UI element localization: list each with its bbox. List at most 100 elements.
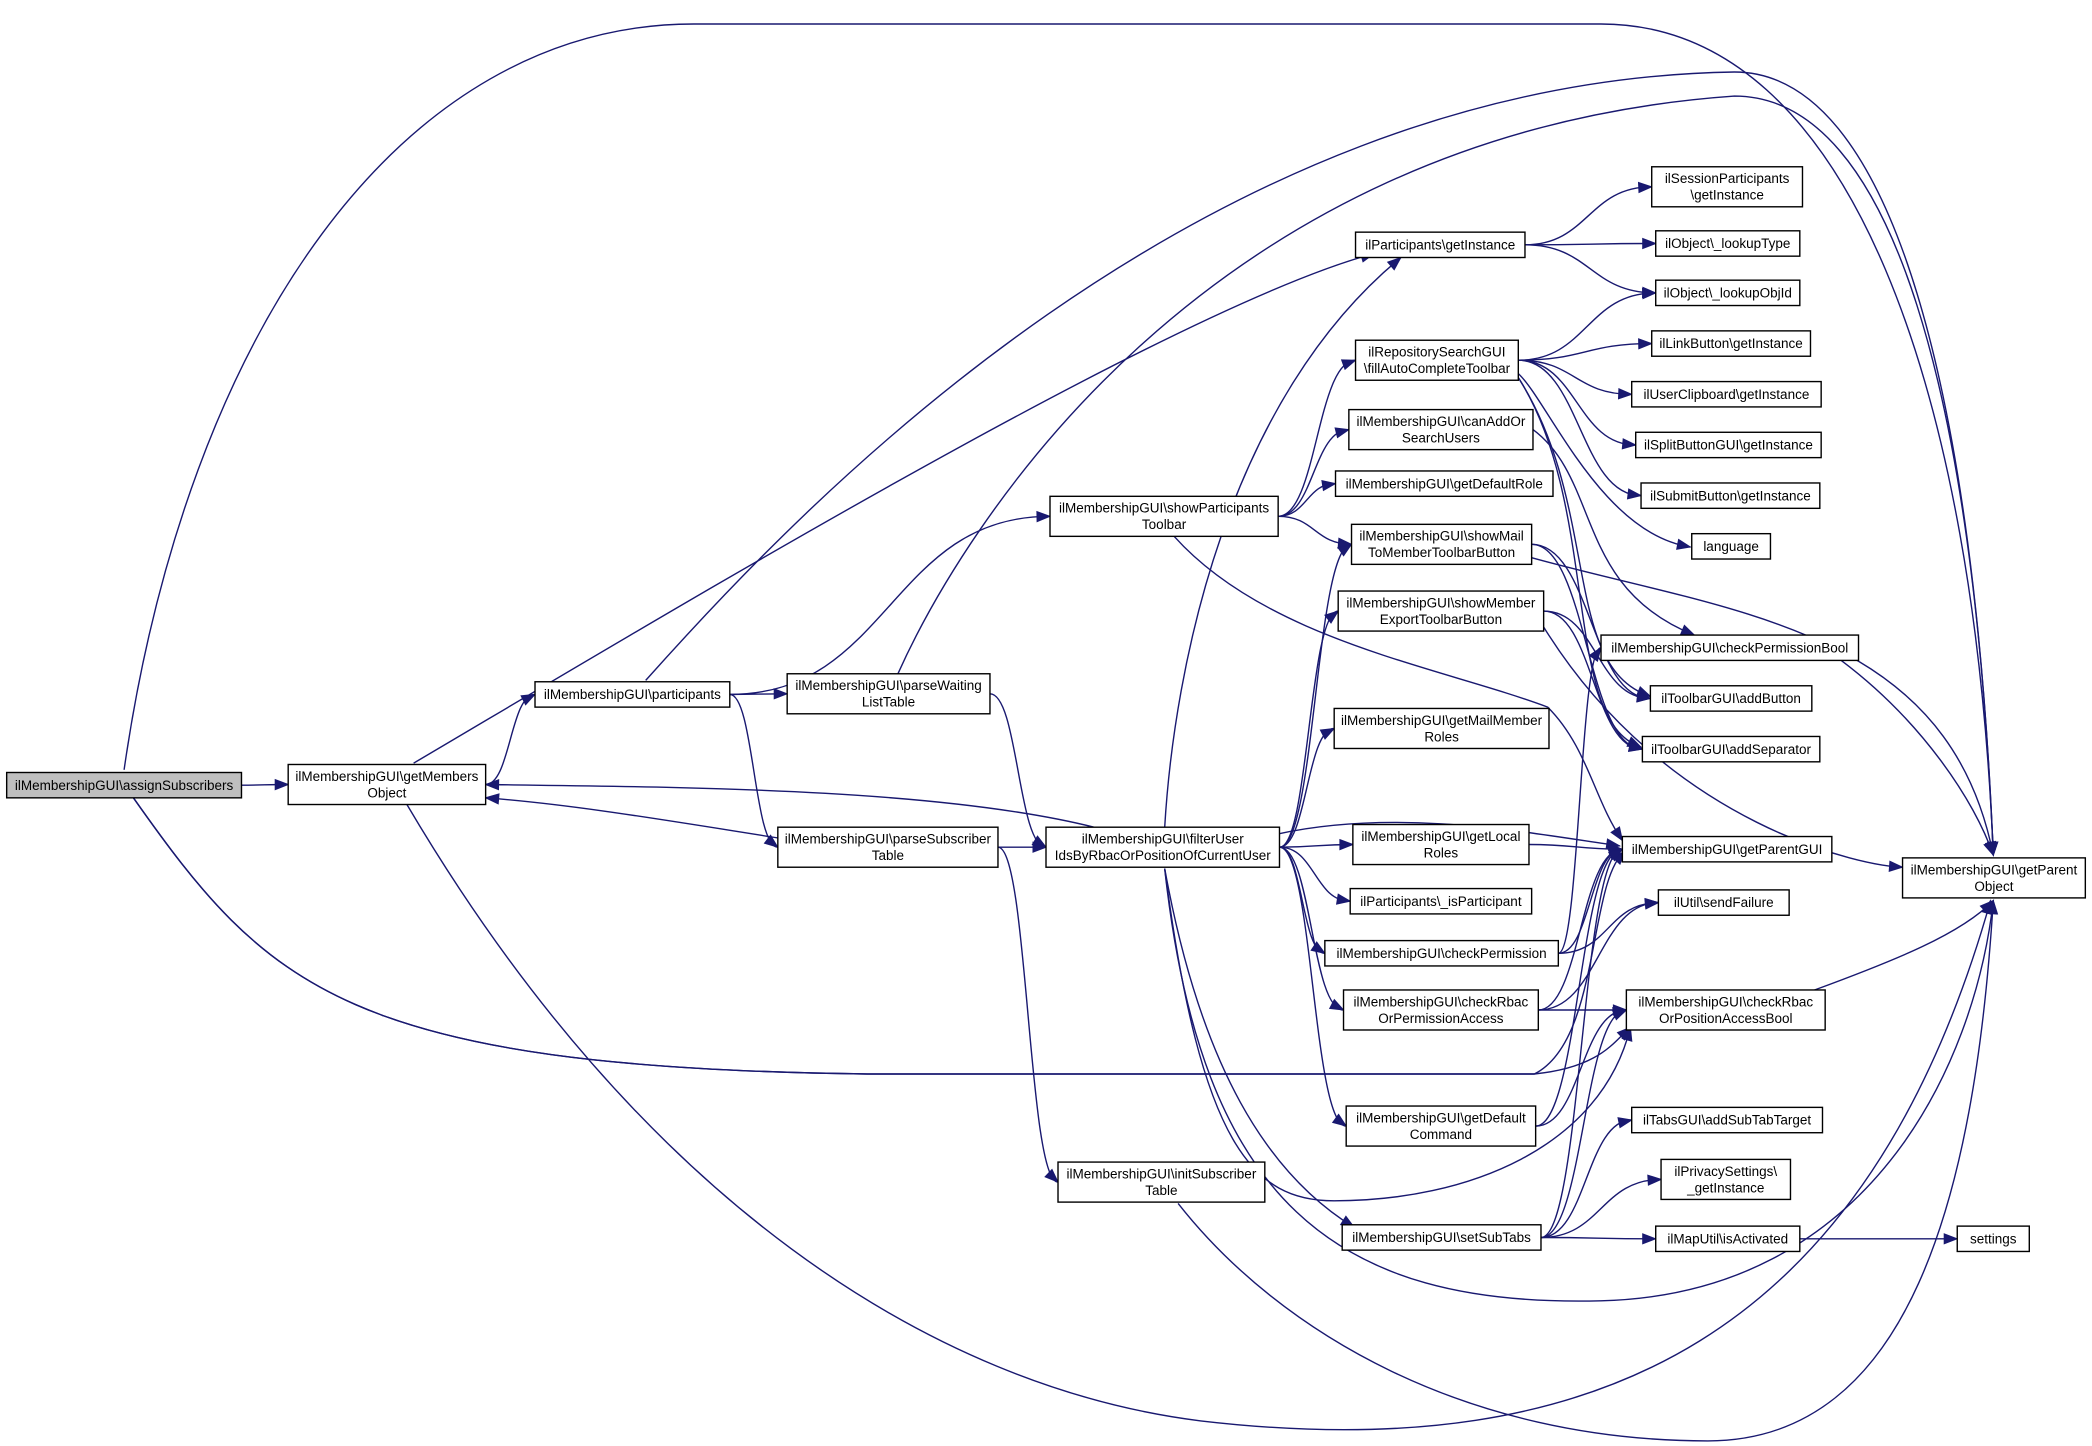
node-check-permission-bool[interactable]: ilMembershipGUI\checkPermissionBool — [1600, 634, 1860, 662]
node-label: ilMembershipGUI\checkPermissionBool — [1611, 640, 1848, 655]
node-participants-get-instance[interactable]: ilParticipants\getInstance — [1354, 231, 1526, 259]
node-toolbar-add-separator[interactable]: ilToolbarGUI\addSeparator — [1641, 735, 1821, 763]
edge-set-sub-tabs-to-get-parent-gui — [1540, 848, 1624, 1239]
edge-arrowhead — [1943, 1233, 1959, 1245]
node-label: ilMembershipGUI\showMember — [1346, 595, 1536, 610]
edge-line — [1540, 1178, 1662, 1239]
edge-filter-user-ids-to-show-member-export — [1279, 610, 1340, 848]
edge-arrowhead — [1637, 181, 1654, 194]
edge-fill-auto-complete-toolbar-to-lookup-obj-id — [1518, 287, 1658, 361]
edge-arrowhead — [1983, 840, 1995, 857]
edge-show-participants-toolbar-to-get-parent-gui — [1173, 535, 1624, 842]
node-box — [1641, 735, 1821, 763]
node-label: ilMembershipGUI\setSubTabs — [1352, 1230, 1531, 1245]
node-box — [1345, 1105, 1537, 1147]
node-check-rbac-or-permission-access[interactable]: ilMembershipGUI\checkRbacOrPermissionAcc… — [1342, 989, 1540, 1031]
node-link-button-get-instance[interactable]: ilLinkButton\getInstance — [1651, 330, 1812, 357]
node-set-sub-tabs[interactable]: ilMembershipGUI\setSubTabs — [1341, 1224, 1542, 1251]
edge-filter-user-ids-to-get-parent-object — [1164, 868, 1998, 1302]
edge-arrowhead — [1339, 838, 1355, 851]
node-label: IdsByRbacOrPositionOfCurrentUser — [1055, 848, 1272, 863]
edge-arrowhead — [1621, 438, 1638, 450]
edge-arrowhead — [1676, 538, 1692, 550]
edge-arrowhead — [1324, 610, 1340, 624]
node-submit-button-get-instance[interactable]: ilSubmitButton\getInstance — [1640, 482, 1821, 510]
node-box — [1956, 1225, 2030, 1253]
edge-parse-subscriber-table-to-get-members-object — [484, 793, 778, 839]
node-get-parent-gui[interactable]: ilMembershipGUI\getParentGUI — [1621, 835, 1833, 863]
node-lookup-obj-id[interactable]: ilObject\_lookupObjId — [1655, 279, 1801, 307]
node-participants[interactable]: ilMembershipGUI\participants — [534, 681, 731, 708]
node-split-button-get-instance[interactable]: ilSplitButtonGUI\getInstance — [1635, 431, 1822, 459]
edge-arrowhead — [1032, 841, 1048, 853]
node-show-mail-to-member[interactable]: ilMembershipGUI\showMailToMemberToolbarB… — [1350, 523, 1533, 566]
node-show-member-export[interactable]: ilMembershipGUI\showMemberExportToolbarB… — [1337, 590, 1545, 632]
node-get-default-role[interactable]: ilMembershipGUI\getDefaultRole — [1334, 470, 1554, 498]
node-label: Object — [367, 785, 406, 800]
node-settings[interactable]: settings — [1956, 1225, 2030, 1253]
node-box — [1625, 989, 1826, 1031]
node-user-clipboard-get-instance[interactable]: ilUserClipboard\getInstance — [1631, 380, 1822, 408]
node-label: ilParticipants\getInstance — [1365, 237, 1515, 252]
node-map-util-is-activated[interactable]: ilMapUtil\isActivated — [1655, 1225, 1801, 1253]
edge-arrowhead — [1321, 479, 1337, 492]
edge-line — [1518, 292, 1656, 361]
edge-line — [132, 797, 1631, 1075]
edge-fill-auto-complete-toolbar-to-split-button-get-instance — [1518, 359, 1638, 450]
node-label: ilMembershipGUI\getParentGUI — [1632, 842, 1823, 857]
node-label: OrPermissionAccess — [1378, 1011, 1504, 1026]
edge-arrowhead — [1647, 1174, 1663, 1186]
node-is-participant[interactable]: ilParticipants\_isParticipant — [1349, 887, 1533, 915]
node-box — [1354, 339, 1520, 381]
node-label: \getInstance — [1690, 188, 1764, 203]
edge-arrowhead — [1044, 1168, 1060, 1184]
node-label: Toolbar — [1142, 517, 1187, 532]
edge-line — [1524, 186, 1652, 246]
node-label: language — [1703, 539, 1759, 554]
edge-line — [123, 23, 1994, 856]
node-assign-subscribers[interactable]: ilMembershipGUI\assignSubscribers — [5, 771, 243, 799]
edge-line — [1543, 626, 1903, 868]
node-label: ilMembershipGUI\checkPermission — [1337, 946, 1547, 961]
node-label: Table — [1145, 1183, 1177, 1198]
edge-line — [1279, 610, 1339, 848]
node-box — [1334, 470, 1554, 498]
node-language[interactable]: language — [1691, 532, 1772, 560]
edge-line — [1279, 846, 1325, 954]
edge-arrowhead — [1310, 941, 1326, 955]
edge-arrowhead — [1644, 898, 1660, 910]
node-fill-auto-complete-toolbar[interactable]: ilRepositorySearchGUI\fillAutoCompleteTo… — [1354, 339, 1520, 381]
call-graph-nodes: ilMembershipGUI\assignSubscribers ilMembe… — [5, 166, 2087, 1253]
edge-line — [1531, 543, 1651, 700]
edge-can-add-or-search-users-to-check-permission-bool — [1532, 429, 1696, 636]
edge-set-sub-tabs-to-tabs-add-sub-tab-target — [1540, 1117, 1634, 1239]
node-check-rbac-or-position-access-bool[interactable]: ilMembershipGUI\checkRbacOrPositionAcces… — [1625, 989, 1826, 1031]
node-send-failure[interactable]: ilUtil\sendFailure — [1657, 889, 1790, 916]
node-box — [1600, 634, 1860, 662]
edge-arrowhead — [1607, 848, 1624, 862]
node-toolbar-add-button[interactable]: ilToolbarGUI\addButton — [1649, 685, 1813, 712]
node-session-participants-get-instance[interactable]: ilSessionParticipants\getInstance — [1651, 166, 1804, 208]
node-tabs-add-sub-tab-target[interactable]: ilTabsGUI\addSubTabTarget — [1631, 1106, 1824, 1134]
node-check-permission[interactable]: ilMembershipGUI\checkPermission — [1324, 939, 1560, 967]
node-privacy-settings-get-instance[interactable]: ilPrivacySettings\_getInstance — [1660, 1158, 1792, 1201]
node-filter-user-ids[interactable]: ilMembershipGUI\filterUserIdsByRbacOrPos… — [1045, 826, 1281, 868]
node-label: ilMembershipGUI\getDefaultRole — [1346, 476, 1543, 491]
node-label: ilSubmitButton\getInstance — [1650, 488, 1811, 503]
edge-line — [1531, 543, 1643, 750]
node-lookup-type[interactable]: ilObject\_lookupType — [1655, 230, 1801, 257]
edge-arrowhead — [1642, 1233, 1658, 1245]
edge-arrowhead — [1628, 740, 1644, 753]
edge-show-participants-toolbar-to-fill-auto-complete-toolbar — [1278, 359, 1357, 517]
edge-line — [1517, 377, 1651, 698]
